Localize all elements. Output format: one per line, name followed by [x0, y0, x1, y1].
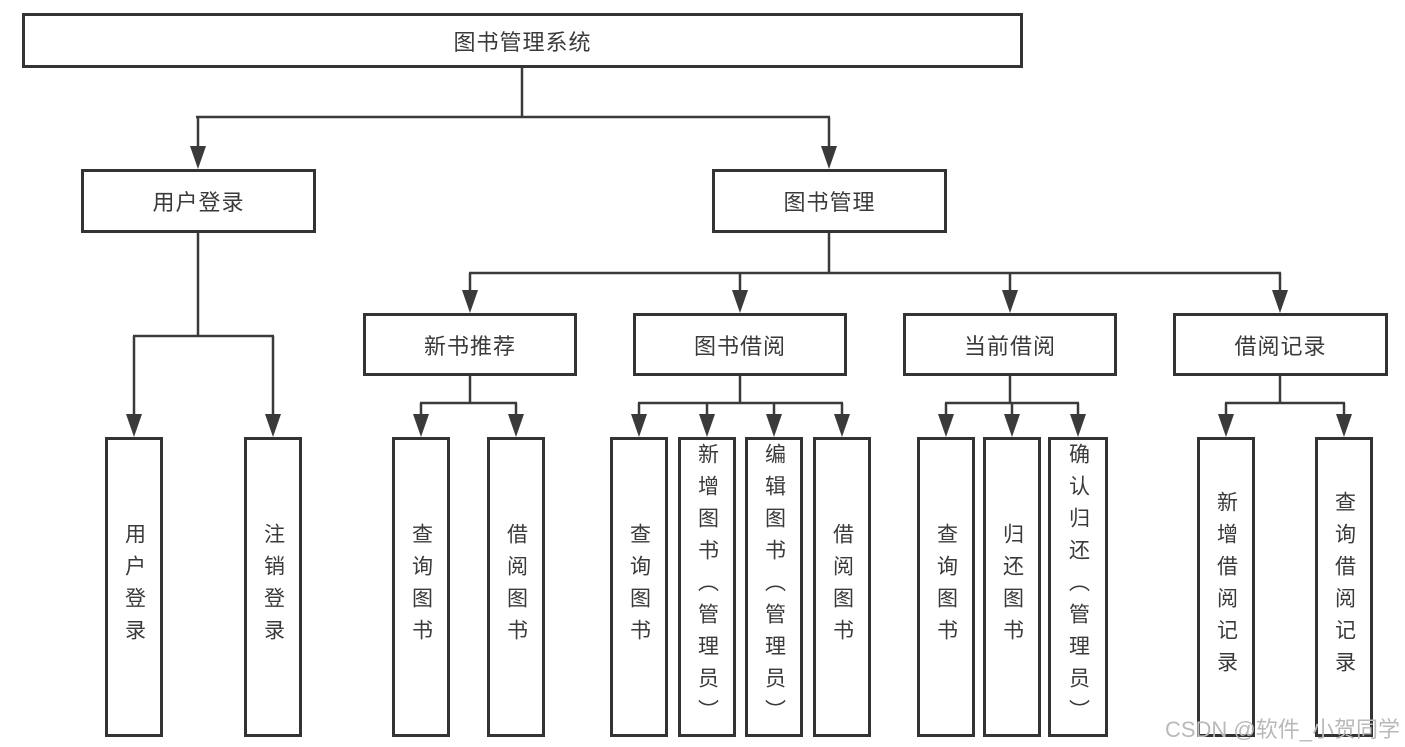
node-new-book-recommend-label: 新书推荐 — [423, 333, 516, 359]
node-new-book-recommend: 新书推荐 — [363, 313, 577, 376]
leaf-query-books-borrowing: 查询图书 — [610, 437, 668, 737]
node-book-borrowing-label: 图书借阅 — [693, 333, 786, 359]
leaf-return-books-label: 归还图书 — [1000, 523, 1024, 651]
node-user-login: 用户登录 — [81, 169, 316, 233]
node-borrowing-records-label: 借阅记录 — [1234, 333, 1327, 359]
leaf-borrow-books-recommend: 借阅图书 — [487, 437, 545, 737]
node-root: 图书管理系统 — [22, 13, 1023, 68]
csdn-watermark: CSDN @软件_小贺同学 — [1164, 717, 1400, 742]
leaf-edit-books-admin: 编辑图书（管理员） — [745, 437, 803, 737]
leaf-logout: 注销登录 — [244, 437, 302, 737]
leaf-add-books-admin-label: 新增图书（管理员） — [695, 443, 719, 731]
node-current-borrowing: 当前借阅 — [903, 313, 1117, 376]
leaf-user-login-label: 用户登录 — [122, 523, 146, 651]
leaf-confirm-return-admin: 确认归还（管理员） — [1048, 437, 1108, 737]
node-book-management: 图书管理 — [712, 169, 947, 233]
leaf-borrow-books-borrowing-label: 借阅图书 — [830, 523, 854, 651]
leaf-query-books-current: 查询图书 — [917, 437, 975, 737]
node-root-label: 图书管理系统 — [453, 29, 592, 55]
leaf-return-books: 归还图书 — [983, 437, 1041, 737]
leaf-confirm-return-admin-label: 确认归还（管理员） — [1066, 443, 1090, 731]
leaf-add-books-admin: 新增图书（管理员） — [678, 437, 736, 737]
leaf-query-borrow-record: 查询借阅记录 — [1315, 437, 1373, 737]
leaf-query-borrow-record-label: 查询借阅记录 — [1332, 491, 1356, 683]
leaf-query-books-recommend-label: 查询图书 — [409, 523, 433, 651]
node-user-login-label: 用户登录 — [152, 190, 245, 215]
leaf-borrow-books-borrowing: 借阅图书 — [813, 437, 871, 737]
leaf-borrow-books-recommend-label: 借阅图书 — [504, 523, 528, 651]
leaf-query-books-current-label: 查询图书 — [934, 523, 958, 651]
node-borrowing-records: 借阅记录 — [1173, 313, 1388, 376]
leaf-edit-books-admin-label: 编辑图书（管理员） — [762, 443, 786, 731]
leaf-user-login: 用户登录 — [105, 437, 163, 737]
leaf-add-borrow-record: 新增借阅记录 — [1197, 437, 1255, 737]
leaf-query-books-recommend: 查询图书 — [392, 437, 450, 737]
leaf-add-borrow-record-label: 新增借阅记录 — [1214, 491, 1238, 683]
leaf-logout-label: 注销登录 — [261, 523, 285, 651]
leaf-query-books-borrowing-label: 查询图书 — [627, 523, 651, 651]
node-book-borrowing: 图书借阅 — [633, 313, 847, 376]
node-book-management-label: 图书管理 — [783, 190, 876, 215]
node-current-borrowing-label: 当前借阅 — [963, 333, 1056, 359]
